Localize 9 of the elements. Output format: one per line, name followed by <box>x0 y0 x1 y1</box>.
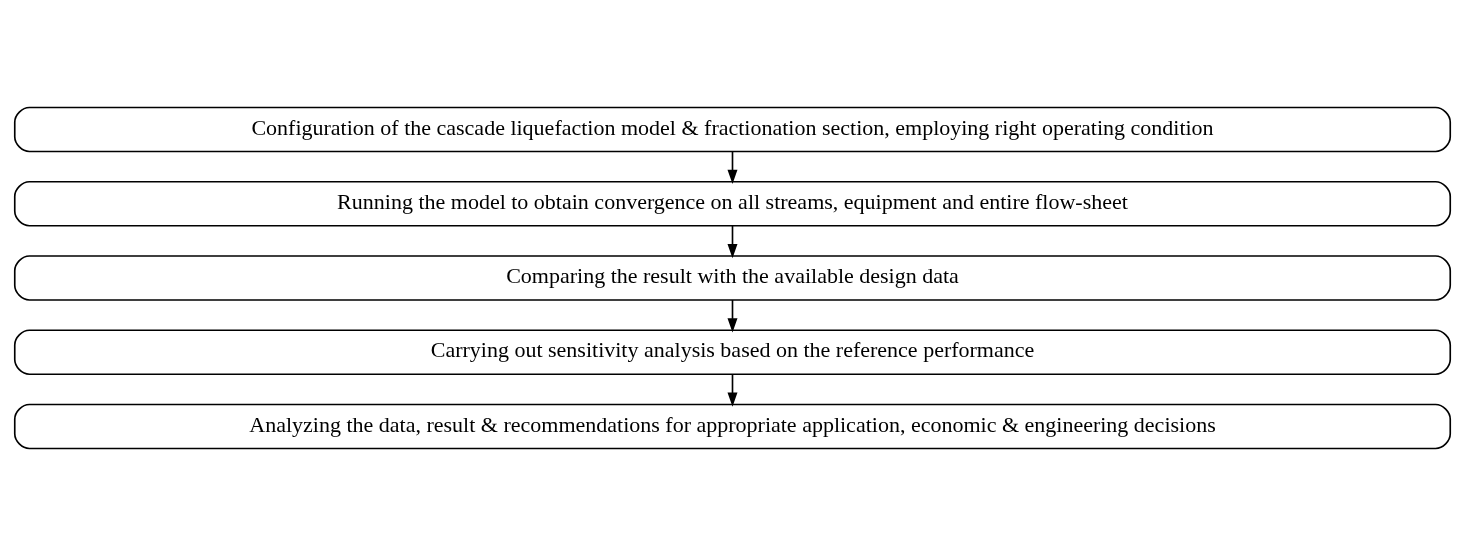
arrow <box>727 224 738 259</box>
node-box: Comparing the result with the available design data <box>13 255 1452 301</box>
node-box: Analyzing the data, result & recommendations for appropriate application, economic & engineering decisions <box>13 403 1452 450</box>
node-box: Carrying out sensitivity analysis based on the reference performance <box>13 329 1452 376</box>
arrow <box>727 373 738 407</box>
node-box: Configuration of the cascade liquefaction model & fractionation section, employing right operating condition <box>13 106 1452 153</box>
node-box: Running the model to obtain convergence on all streams, equipment and entire flow-sheet <box>13 180 1452 227</box>
arrow <box>727 150 738 184</box>
arrow <box>727 299 738 333</box>
